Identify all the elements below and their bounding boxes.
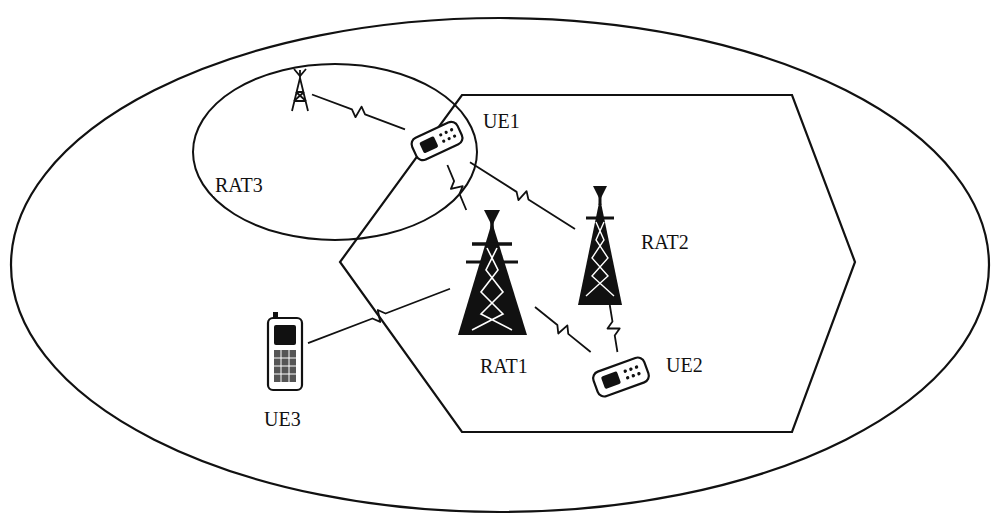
network-device: RAT1 (450, 210, 535, 335)
small-antenna-symbol (292, 69, 308, 111)
device-label: UE3 (262, 408, 303, 430)
radio-link (312, 94, 405, 129)
device-label: UE2 (664, 354, 705, 376)
network-device: UE2 (588, 352, 655, 402)
radio-link (535, 307, 591, 352)
coverage-ellipse (11, 18, 989, 512)
handset-symbol (268, 312, 302, 390)
device-label: RAT3 (213, 174, 265, 196)
radio-link (470, 162, 575, 229)
phone-symbol (591, 356, 651, 399)
phone-symbol (409, 120, 464, 163)
tower-symbol (578, 186, 622, 305)
radio-link (308, 289, 450, 343)
tower-symbol (458, 210, 527, 335)
network-device: UE1 (405, 118, 470, 165)
network-device: RAT2 (575, 185, 625, 305)
small-cell-circle (193, 64, 477, 240)
device-label: UE1 (481, 110, 522, 132)
network-device: UE3 (262, 312, 308, 392)
cell-hexagon (340, 95, 855, 432)
device-label: RAT1 (478, 355, 530, 377)
network-device: RAT3 (288, 68, 312, 112)
device-label: RAT2 (639, 231, 691, 253)
radio-link (608, 305, 620, 352)
radio-link (447, 165, 466, 210)
